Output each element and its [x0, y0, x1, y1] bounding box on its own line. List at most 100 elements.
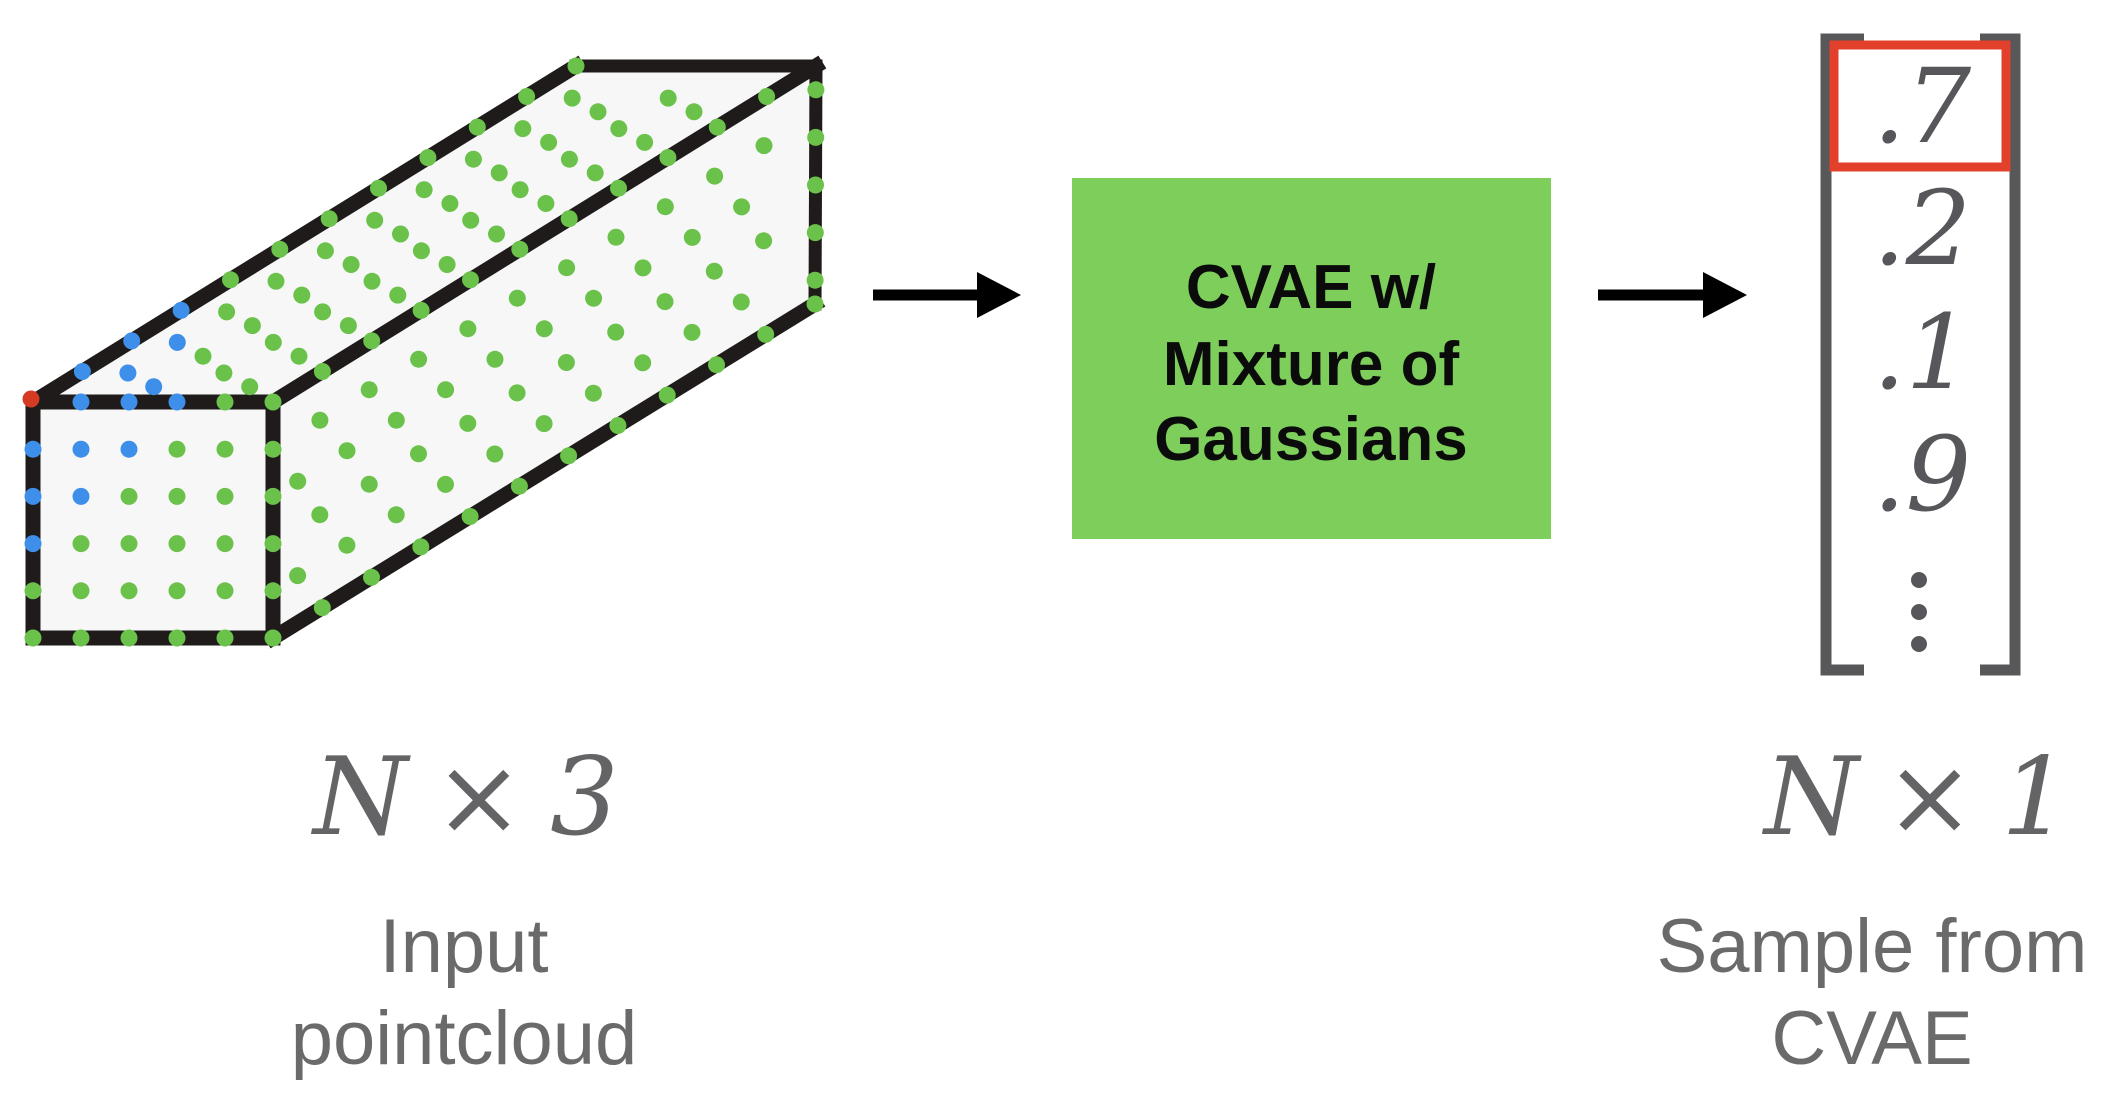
point-dot: [733, 198, 751, 216]
point-dot: [807, 128, 825, 146]
neighborhood-point-dot: [24, 535, 42, 553]
point-dot: [658, 386, 676, 404]
point-dot: [72, 535, 90, 553]
neighborhood-point-dot: [72, 487, 90, 505]
point-dot: [264, 629, 282, 647]
point-dot: [392, 225, 409, 243]
point-dot: [264, 440, 282, 458]
point-dot: [24, 629, 42, 647]
neighborhood-point-dot: [120, 440, 138, 458]
cuboid-front-outline: [25, 394, 281, 646]
point-dot: [755, 232, 773, 250]
point-dot: [683, 228, 701, 246]
model-label-line2: Mixture of: [1163, 330, 1460, 399]
ellipsis-dot: [1911, 636, 1927, 652]
point-dot: [412, 538, 430, 556]
model-label-line3: Gaussians: [1154, 405, 1468, 474]
point-dot: [560, 447, 578, 465]
point-dot: [567, 57, 585, 75]
point-dot: [462, 211, 480, 229]
point-dot: [290, 347, 308, 365]
point-dot: [634, 354, 652, 372]
point-dot: [120, 487, 138, 505]
neighborhood-point-dot: [72, 440, 90, 458]
point-dot: [338, 536, 356, 554]
point-dot: [806, 271, 824, 289]
point-dot: [313, 599, 331, 617]
point-dot: [216, 535, 234, 553]
arrow-head-icon: [1703, 272, 1747, 318]
point-dot: [120, 535, 138, 553]
point-dot: [410, 350, 428, 368]
output-vector: .7 .2 .1 .9: [1820, 33, 2021, 676]
point-dot: [607, 228, 625, 246]
input-caption-line2: pointcloud: [291, 996, 638, 1081]
point-dot: [459, 414, 477, 432]
point-dot: [72, 629, 90, 647]
neighborhood-point-dot: [120, 393, 138, 411]
point-dot: [264, 582, 282, 600]
point-dot: [708, 356, 725, 374]
neighborhood-point-dot: [172, 301, 190, 319]
point-dot: [486, 350, 504, 368]
point-dot: [366, 211, 384, 229]
point-dot: [363, 272, 381, 290]
point-dot: [685, 103, 703, 121]
neighborhood-point-dot: [168, 393, 186, 411]
point-dot: [508, 289, 526, 307]
pointcloud-dots: [22, 57, 825, 647]
point-dot: [370, 179, 387, 197]
vector-ellipsis-icon: [1911, 572, 1927, 652]
point-dot: [584, 384, 602, 402]
point-dot: [540, 133, 558, 151]
neighborhood-point-dot: [73, 363, 91, 380]
point-dot: [510, 477, 528, 495]
point-dot: [757, 325, 775, 343]
point-dot: [168, 440, 186, 458]
point-dot: [264, 535, 282, 553]
point-dot: [120, 582, 138, 600]
point-dot: [360, 475, 378, 493]
point-dot: [387, 411, 405, 429]
point-dot: [387, 506, 405, 524]
point-dot: [755, 137, 773, 155]
point-dot: [468, 118, 486, 136]
point-dot: [289, 567, 307, 585]
point-dot: [264, 393, 282, 411]
point-dot: [806, 224, 824, 242]
point-dot: [437, 475, 454, 493]
point-dot: [518, 88, 536, 105]
point-dot: [412, 301, 430, 319]
point-dot: [585, 289, 603, 307]
output-dims: N×1: [1761, 735, 2070, 860]
cuboid-side-face: [273, 66, 816, 638]
point-dot: [636, 133, 654, 151]
point-dot: [338, 442, 356, 460]
point-dot: [490, 164, 508, 182]
point-dot: [607, 323, 625, 341]
point-dot: [339, 317, 357, 335]
point-dot: [24, 582, 42, 600]
cuboid-edges: [22, 55, 827, 649]
point-dot: [464, 150, 482, 168]
point-dot: [488, 225, 505, 243]
point-dot: [586, 164, 604, 182]
point-dot: [708, 118, 726, 136]
vector-value-3: .9: [1873, 415, 1971, 535]
neighborhood-point-dot: [123, 332, 141, 350]
point-dot: [311, 506, 329, 524]
point-dot: [683, 323, 701, 341]
point-dot: [511, 240, 529, 258]
cuboid-front-face: [33, 402, 273, 638]
point-dot: [216, 487, 234, 505]
point-dot: [563, 89, 581, 107]
point-dot: [194, 347, 212, 365]
neighborhood-point-dot: [119, 364, 137, 382]
point-dot: [705, 262, 723, 280]
model-label-line1: CVAE w/: [1186, 253, 1436, 322]
point-dot: [415, 181, 433, 199]
point-dot: [215, 364, 233, 382]
point-dot: [293, 286, 311, 304]
point-dot: [558, 259, 576, 277]
neighborhood-point-dot: [145, 378, 163, 396]
